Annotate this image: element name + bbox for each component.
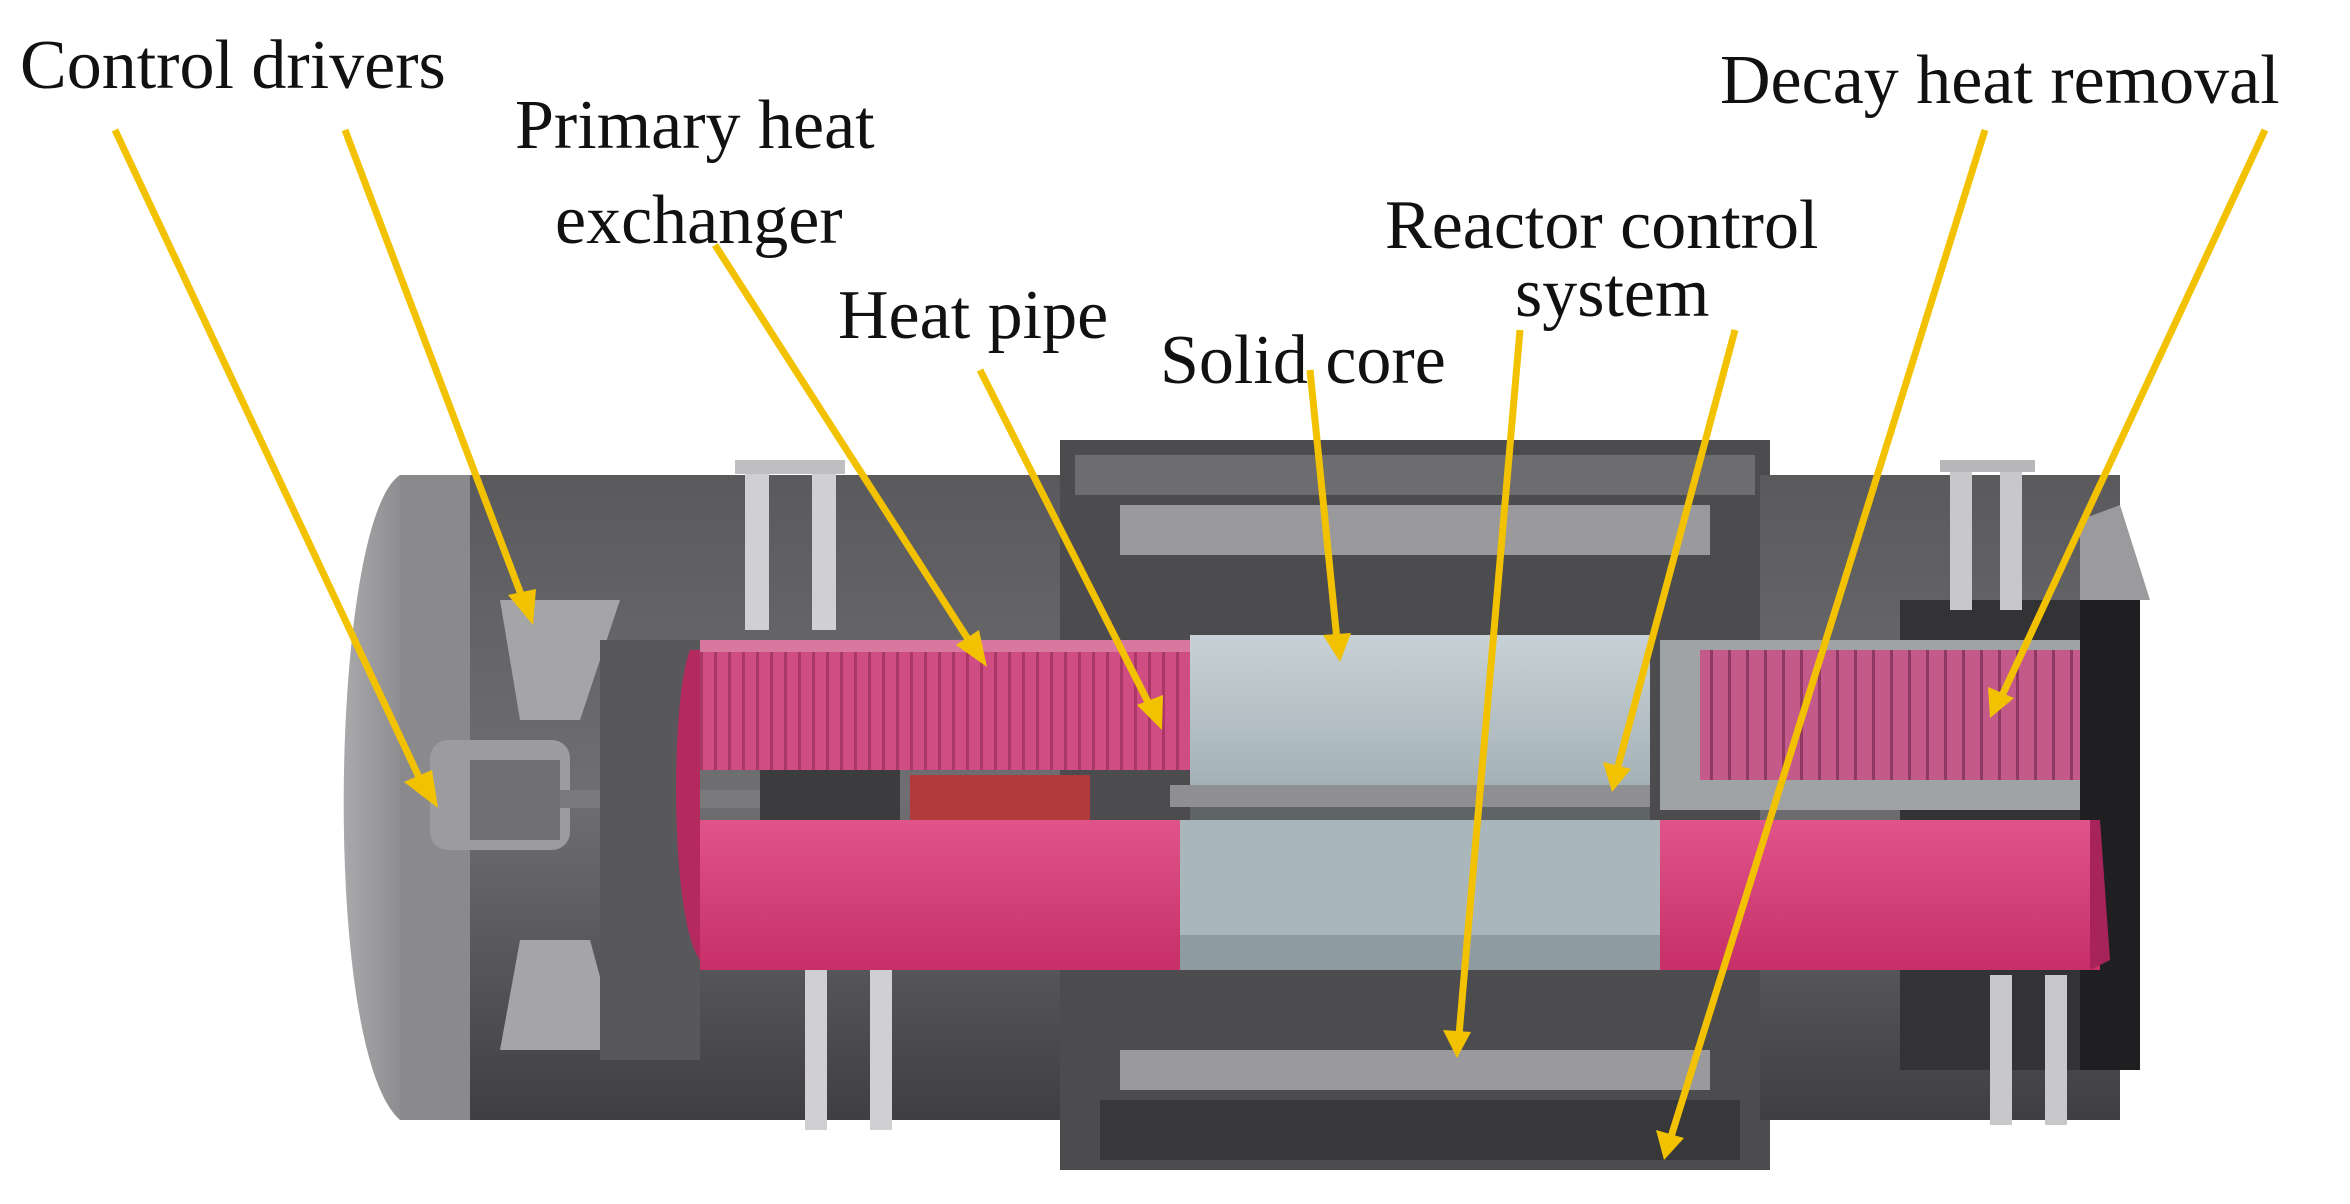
label-reactor-control-system-line1: Reactor control <box>1385 187 1819 264</box>
label-decay-heat-removal: Decay heat removal <box>1720 42 2280 119</box>
arrow-head <box>1603 762 1631 792</box>
arrow-head <box>404 770 438 808</box>
decay-heat-section <box>1660 640 2110 970</box>
label-reactor-control-system-line2: system <box>1515 255 1710 332</box>
callout-arrows <box>111 128 2269 1160</box>
primary-heat-exchanger <box>676 640 1250 970</box>
heat-pipe <box>1170 785 1650 807</box>
label-control-drivers: Control drivers <box>20 27 446 104</box>
arrow-head <box>508 589 536 625</box>
arrow-head <box>1137 695 1163 730</box>
arrow-head <box>956 630 987 667</box>
label-heat-pipe: Heat pipe <box>838 277 1109 354</box>
label-solid-core: Solid core <box>1160 322 1446 399</box>
label-primary-heat-exchanger-line1: Primary heat <box>515 87 875 164</box>
label-primary-heat-exchanger-line2: exchanger <box>555 182 843 259</box>
arrow-head <box>1443 1030 1471 1058</box>
arrow-head <box>1988 687 2014 718</box>
vertical-pipes <box>735 460 2067 1130</box>
arrow-head <box>1323 633 1351 662</box>
arrow-head <box>1656 1130 1684 1160</box>
